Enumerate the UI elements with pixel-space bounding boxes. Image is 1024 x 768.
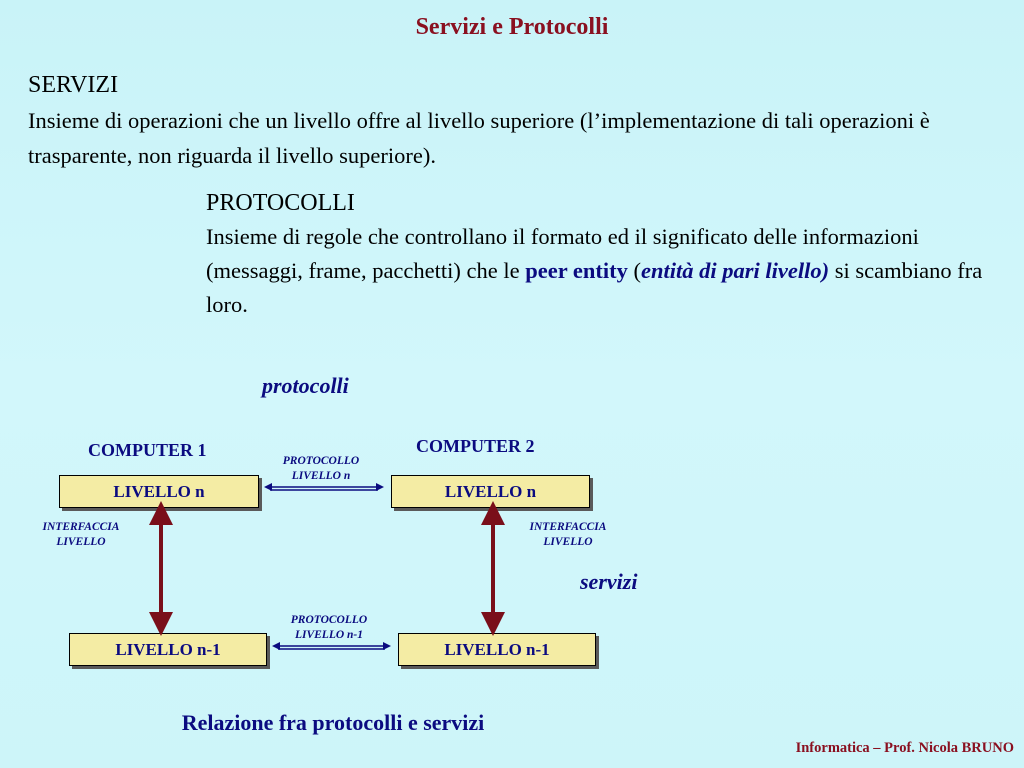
box-livello-n1-left: LIVELLO n-1 (69, 633, 267, 666)
protocol-bottom-line1: PROTOCOLLO (290, 614, 368, 626)
diagram-caption: Relazione fra protocolli e servizi (181, 710, 485, 735)
entita-term: entità di pari livello) (641, 258, 830, 283)
protocol-arrow-top (264, 483, 384, 491)
protocol-top-label: PROTOCOLLO LIVELLO n (262, 454, 380, 484)
interface-right-line1: INTERFACCIA (529, 521, 607, 533)
protocol-top-line2: LIVELLO n (291, 470, 351, 482)
interface-right-line2: LIVELLO (543, 536, 593, 548)
servizi-section: SERVIZI Insieme di operazioni che un liv… (28, 68, 1003, 173)
protocol-bottom-line2: LIVELLO n-1 (294, 629, 364, 641)
interface-left-label: INTERFACCIA LIVELLO (24, 520, 138, 550)
footer-credit: Informatica – Prof. Nicola BRUNO (795, 740, 1014, 756)
protocol-top-line1: PROTOCOLLO (282, 455, 360, 467)
label-protocolli: protocolli (262, 373, 349, 398)
protocol-bottom-label: PROTOCOLLO LIVELLO n-1 (268, 613, 390, 643)
protocolli-text-start: Insieme di regole che controllano il for… (206, 224, 919, 283)
protocolli-section: PROTOCOLLI Insieme di regole che control… (206, 186, 996, 322)
computer1-label: COMPUTER 1 (88, 440, 207, 460)
servizi-heading: SERVIZI (28, 72, 119, 98)
slide-title: Servizi e Protocolli (415, 14, 609, 40)
peer-entity-term: peer entity (525, 258, 628, 283)
computer2-label: COMPUTER 2 (416, 436, 535, 456)
protocolli-heading: PROTOCOLLI (206, 190, 355, 216)
interface-left-line2: LIVELLO (56, 536, 106, 548)
protocolli-text-end: si scambiano fra loro. (206, 258, 983, 317)
protocol-arrow-bottom (272, 642, 391, 650)
interface-left-line1: INTERFACCIA (42, 521, 120, 533)
protocolli-text: Insieme di regole che controllano il for… (206, 220, 996, 322)
servizi-text: Insieme di operazioni che un livello off… (28, 108, 930, 168)
paren-open: ( (627, 258, 642, 283)
interface-right-label: INTERFACCIA LIVELLO (511, 520, 625, 550)
label-servizi: servizi (580, 569, 638, 594)
